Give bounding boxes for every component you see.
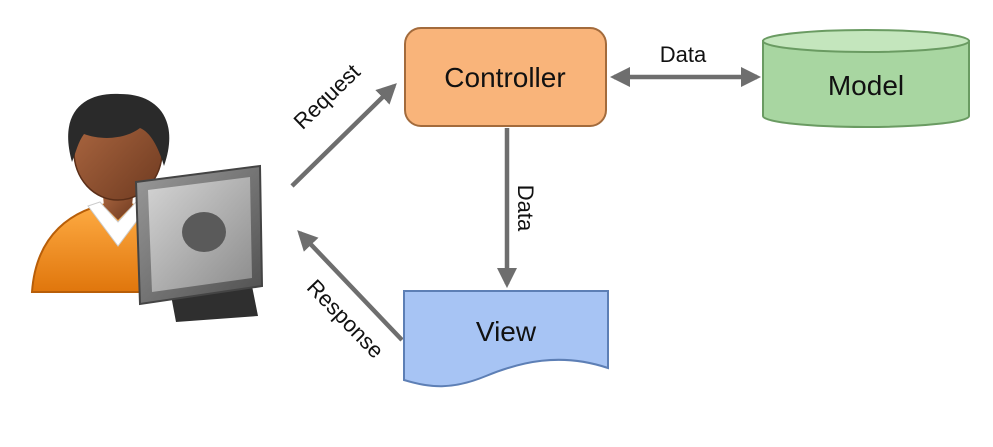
controller-box xyxy=(404,27,607,127)
user-hair xyxy=(68,93,170,166)
edges xyxy=(290,66,762,342)
model-cylinder-top xyxy=(762,29,970,53)
model-label: Model xyxy=(828,70,904,101)
controller-model-data-label: Data xyxy=(660,42,707,67)
model-node: Model xyxy=(762,29,970,128)
view-node: View xyxy=(403,290,609,388)
view-document-shape xyxy=(403,290,609,388)
view-label: View xyxy=(476,316,537,347)
monitor-logo xyxy=(182,212,226,252)
response-label: Response xyxy=(302,274,389,363)
model-cylinder-body xyxy=(762,40,970,128)
user-at-computer-icon xyxy=(30,93,264,322)
request-arrow xyxy=(290,83,397,188)
controller-view-data-label: Data xyxy=(513,185,538,232)
response-arrow xyxy=(297,230,404,342)
controller-label: Controller xyxy=(444,62,565,93)
controller-node: Controller xyxy=(404,27,607,127)
